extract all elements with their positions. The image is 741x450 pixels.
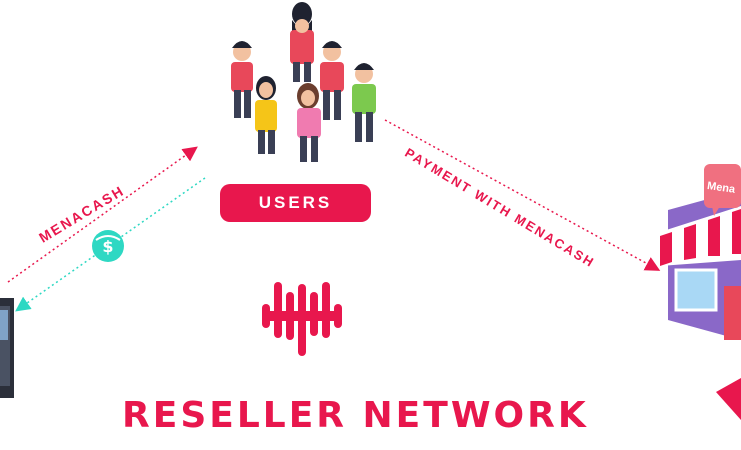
users-badge: USERS bbox=[220, 184, 371, 222]
person-icon bbox=[231, 41, 253, 118]
person-icon bbox=[290, 2, 314, 82]
person-icon bbox=[320, 41, 344, 120]
arrow-to-store bbox=[384, 119, 661, 271]
dollar-exchange-icon: $ bbox=[92, 230, 124, 262]
store-illustration bbox=[660, 164, 741, 420]
person-icon bbox=[352, 63, 376, 142]
page-title: RESELLER NETWORK bbox=[122, 395, 589, 436]
arrow-to-users bbox=[7, 146, 198, 283]
svg-text:$: $ bbox=[102, 237, 113, 256]
users-group-illustration bbox=[231, 2, 376, 162]
reseller-terminal-icon bbox=[0, 298, 14, 398]
person-icon bbox=[297, 83, 321, 162]
person-icon bbox=[255, 76, 277, 154]
menacash-bars-logo bbox=[262, 282, 342, 356]
